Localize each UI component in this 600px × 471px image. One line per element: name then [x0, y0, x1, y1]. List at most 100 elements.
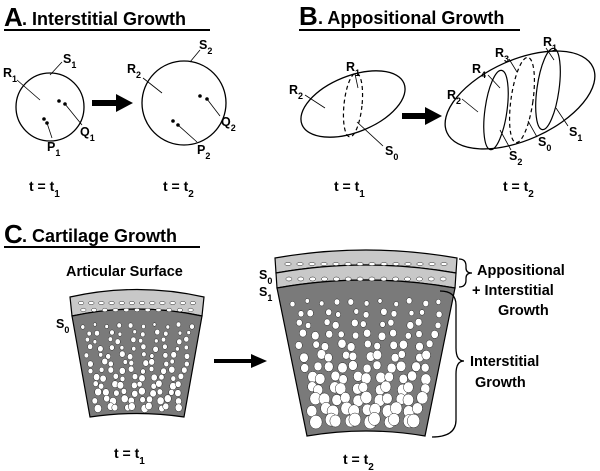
label-r2: R2 [127, 62, 141, 80]
cartilage-cell [320, 342, 329, 352]
cartilage-cell [175, 321, 182, 328]
cartilage-cell [98, 366, 105, 373]
cartilage-cell [289, 301, 296, 308]
cartilage-cell [297, 276, 305, 282]
cartilage-cell [138, 338, 143, 344]
cartilage-cell [112, 373, 119, 380]
cartilage-cell [314, 373, 326, 385]
cartilage-cell [403, 381, 414, 393]
cartilage-cell [177, 373, 185, 380]
leader-r2 [142, 77, 163, 94]
cartilage-cell [184, 360, 190, 368]
cartilage-cell [134, 307, 140, 313]
wedge-t1-body-cells [80, 321, 195, 413]
label-b-r2: R2 [289, 83, 303, 101]
label-c-s0-t2: S0 [259, 268, 272, 286]
label-c-s1-t2: S1 [259, 285, 272, 303]
growth-label-2: Growth [475, 375, 526, 391]
cartilage-cell [398, 373, 408, 384]
leader-b2-r4 [487, 74, 501, 89]
panel-c: C . Cartilage Growth Articular Surface S… [4, 219, 565, 471]
label-b2-r1: R1 [543, 35, 557, 53]
label-c-s0-t1: S0 [56, 317, 69, 335]
cartilage-cell [83, 352, 89, 359]
cartilage-cell [119, 375, 126, 382]
cartilage-cell [356, 262, 364, 266]
cartilage-cell [168, 365, 176, 374]
arrow-a-head [116, 94, 133, 112]
cartilage-cell [415, 342, 424, 352]
cartilage-cell [348, 360, 358, 371]
leader-b2-r2 [461, 98, 479, 113]
panel-b-title: . Appositional Growth [318, 8, 504, 28]
cartilage-cell [377, 298, 383, 304]
cartilage-cell [335, 311, 341, 318]
cartilage-cell [390, 401, 403, 415]
cartilage-cell [440, 262, 448, 266]
cartilage-cell [91, 307, 97, 313]
cartilage-cell [184, 353, 190, 360]
section-s0-t2 [508, 56, 536, 144]
cartilage-cell [162, 343, 168, 350]
cartilage-cell [108, 301, 115, 305]
cartilage-cell [373, 342, 381, 351]
leader-b2-r1 [545, 47, 555, 61]
cartilage-cell [128, 360, 135, 366]
cartilage-cell [386, 362, 397, 374]
cartilage-cell [139, 396, 146, 404]
cartilage-cell [406, 321, 415, 330]
cartilage-cell [140, 368, 146, 375]
time-b-t2: t = t2 [503, 178, 534, 200]
cartilage-cell [331, 394, 343, 406]
cartilage-cell [92, 380, 99, 387]
cartilage-cell [325, 308, 332, 316]
time-a-t2: t = t2 [163, 178, 194, 200]
leader-b2-s0 [527, 120, 538, 138]
cartilage-cell [141, 324, 146, 329]
wedge-t2-surface-cells [284, 262, 448, 282]
cartilage-cell [364, 339, 372, 349]
cartilage-cell [187, 307, 194, 313]
cartilage-cell [380, 262, 388, 266]
cartilage-cell [309, 276, 316, 282]
cartilage-cell [416, 276, 423, 282]
cartilage-cell [131, 346, 137, 352]
cartilage-cell [427, 276, 435, 282]
cartilage-cell [387, 319, 395, 327]
interstitial-label: Interstitial [470, 354, 539, 370]
panel-a-letter: A [4, 2, 23, 32]
label-b2-s1: S1 [569, 125, 582, 143]
cartilage-cell [109, 344, 115, 351]
cartilage-cell [344, 262, 352, 266]
cartilage-cell [407, 370, 417, 382]
cartilage-cell [305, 322, 312, 329]
cartilage-cell [380, 276, 388, 282]
cartilage-cell [404, 262, 412, 266]
cartilage-cell [170, 351, 177, 359]
cartilage-cell [155, 379, 163, 388]
cartilage-cell [324, 361, 334, 372]
cartilage-cell [337, 330, 345, 339]
cartilage-cell [154, 338, 159, 344]
cartilage-cell [92, 339, 98, 345]
cartilage-cell [352, 331, 360, 340]
cartilage-cell [116, 322, 122, 329]
cartilage-cell [159, 301, 166, 305]
cartilage-cell [420, 363, 430, 373]
cartilage-cell [337, 338, 347, 349]
cartilage-cell [158, 373, 165, 381]
leader-b2-s1 [555, 107, 569, 127]
cartilage-cell [399, 339, 408, 350]
cartilage-cell [331, 321, 340, 330]
cartilage-cell [402, 393, 414, 407]
cartilage-cell [112, 307, 119, 313]
leader-p2 [177, 124, 198, 143]
cartilage-cell [309, 414, 323, 430]
panel-a: A . Interstitial Growth R1 S1 Q1 P1 R2 S… [3, 2, 236, 200]
cartilage-cell [155, 307, 162, 313]
cartilage-cell [372, 349, 382, 361]
label-b2-r3: R3 [495, 46, 509, 64]
leader-b-r1 [354, 73, 359, 89]
cartilage-cell [111, 404, 119, 412]
